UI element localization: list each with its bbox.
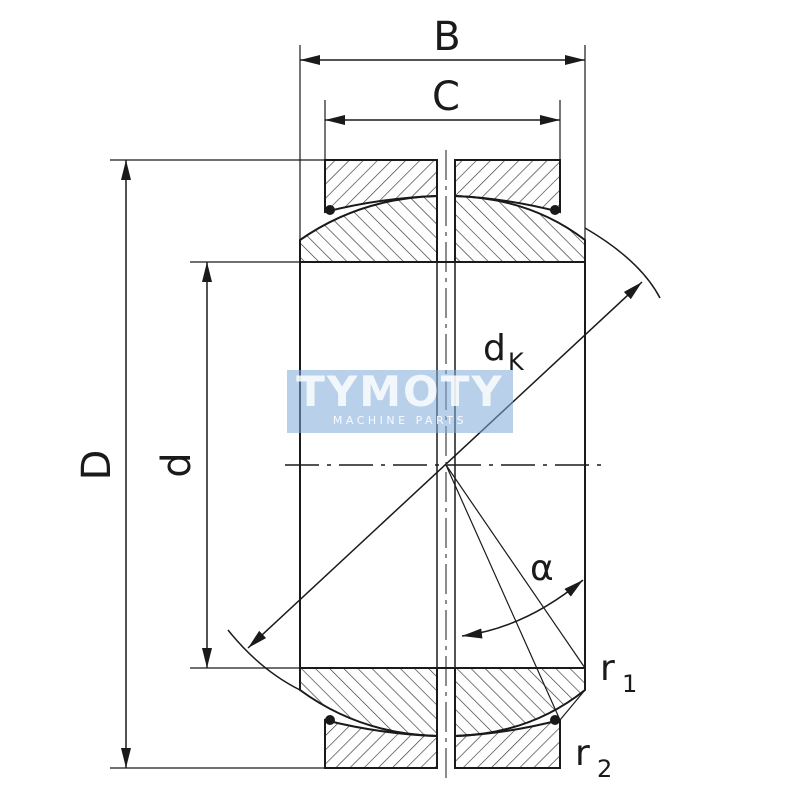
sphere-arc-top <box>584 227 661 299</box>
label-C: C <box>432 74 460 120</box>
label-dK-sub: K <box>508 348 525 376</box>
label-B: B <box>433 14 460 60</box>
watermark-box <box>287 370 513 433</box>
watermark-title: TYMOTY <box>296 367 504 416</box>
alpha-arc <box>461 579 584 639</box>
label-r2-sub: 2 <box>597 755 612 783</box>
label-d: d <box>154 452 200 477</box>
label-r1-sub: 1 <box>622 670 637 698</box>
inner-ring-top <box>299 194 586 263</box>
extension-lines <box>110 45 586 769</box>
label-D: D <box>74 450 120 481</box>
outer-ring-top <box>324 159 561 214</box>
seal-marks <box>325 205 560 725</box>
outer-ring-bottom <box>324 718 561 769</box>
watermark-subtitle: MACHINE PARTS <box>332 414 468 427</box>
sphere-arc-bottom <box>227 629 301 691</box>
label-r1: r <box>600 648 615 689</box>
dimension-dK <box>247 281 643 649</box>
label-dK: d <box>483 328 506 369</box>
label-r2: r <box>575 733 590 774</box>
label-alpha: α <box>530 548 554 589</box>
inner-ring-bottom <box>299 667 586 738</box>
